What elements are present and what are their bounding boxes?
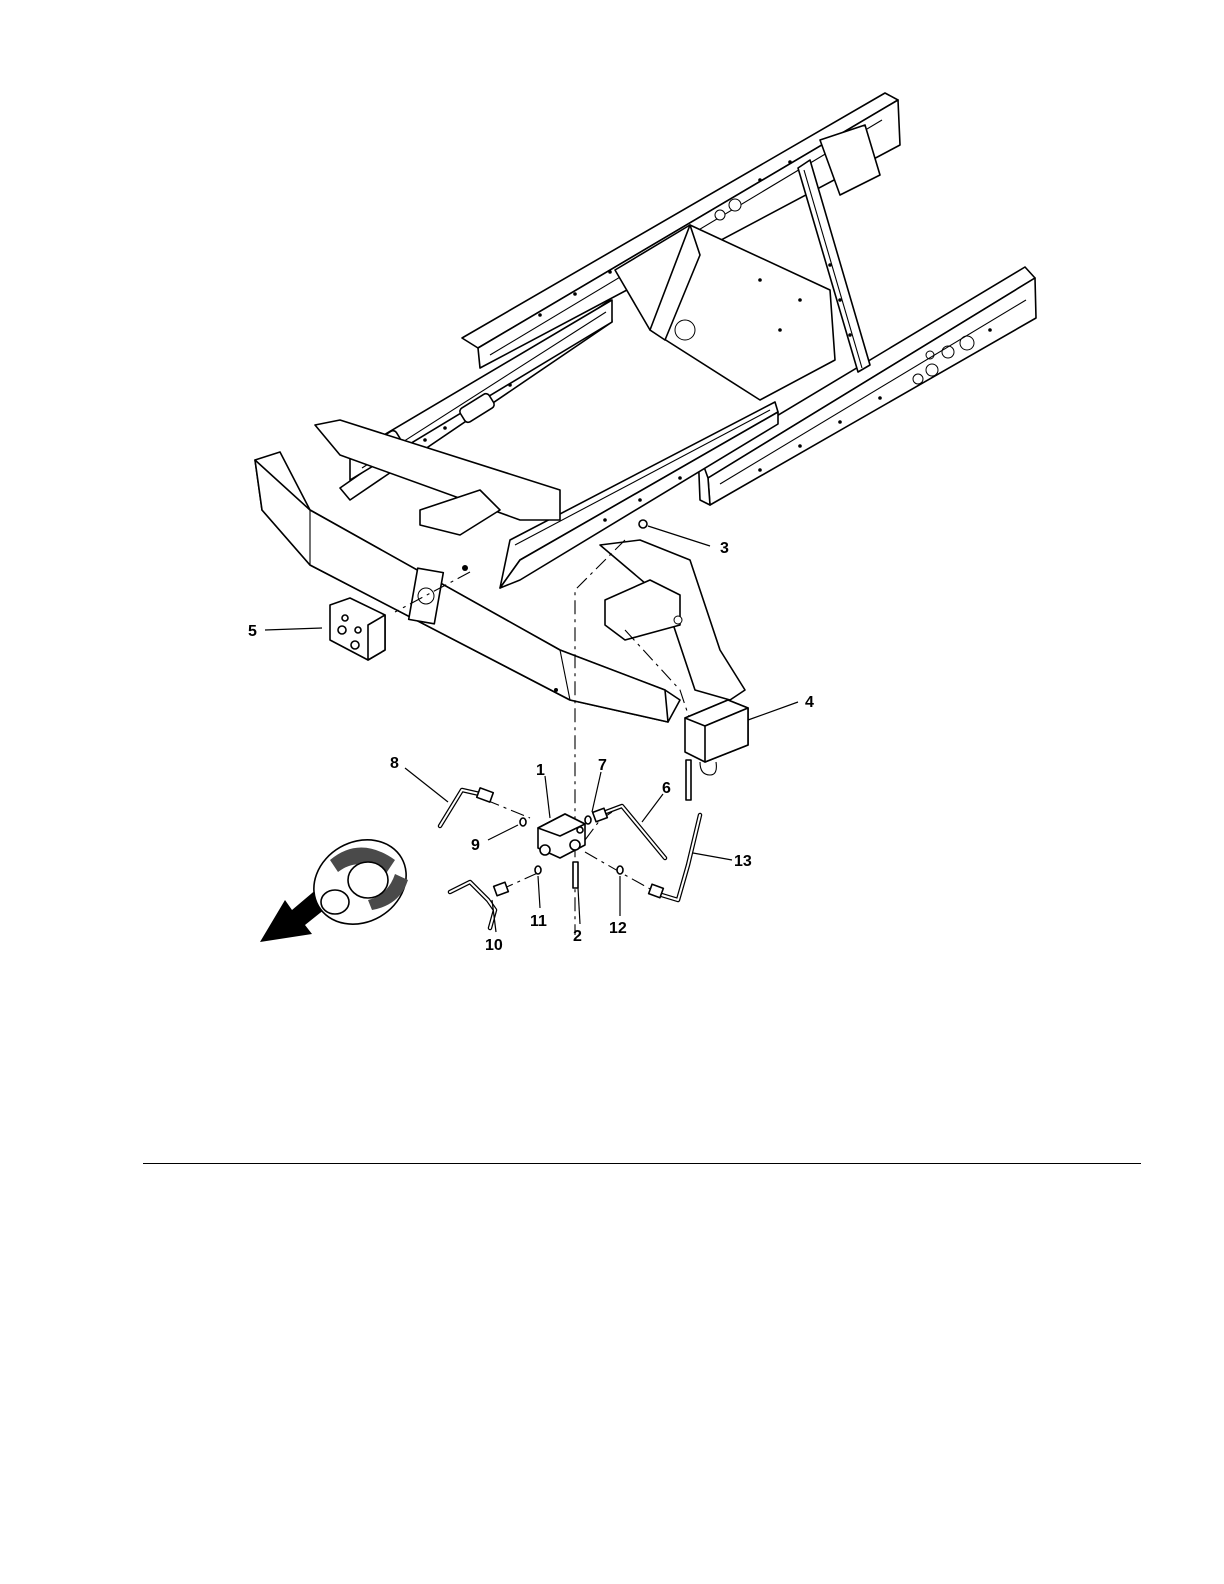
callout-8: 8: [390, 755, 399, 772]
part-1-valve-body: [538, 814, 585, 858]
part-6-tube: [593, 806, 665, 858]
chassis-exploded-diagram: 1 2 3 4 5 6 7 8 9 10 11 12 13: [0, 0, 1224, 1000]
callout-4: 4: [805, 694, 814, 711]
part-3-nut: [639, 520, 647, 528]
part-11-o-ring: [535, 866, 541, 874]
callout-5: 5: [248, 623, 257, 640]
part-9-o-ring: [520, 818, 526, 826]
section-divider: [143, 1163, 1141, 1164]
part-7-o-ring: [585, 816, 591, 824]
callout-13: 13: [734, 853, 752, 870]
callout-9: 9: [471, 837, 480, 854]
callout-6: 6: [662, 780, 671, 797]
part-4-box: [685, 700, 748, 800]
callout-1: 1: [536, 762, 545, 779]
part-10-tube: [450, 882, 508, 928]
front-direction-arrow-icon: [260, 823, 422, 942]
part-12-o-ring: [617, 866, 623, 874]
callout-11: 11: [530, 913, 547, 930]
callout-2: 2: [573, 928, 582, 945]
callout-7: 7: [598, 757, 607, 774]
hydraulic-tubes: [440, 788, 700, 928]
callout-10: 10: [485, 937, 503, 954]
part-5-manifold-block: [330, 598, 385, 660]
part-2-bolt: [573, 862, 578, 888]
callout-3: 3: [720, 540, 729, 557]
part-13-tube: [649, 815, 700, 900]
part-8-tube: [440, 788, 493, 826]
callout-12: 12: [609, 920, 627, 937]
